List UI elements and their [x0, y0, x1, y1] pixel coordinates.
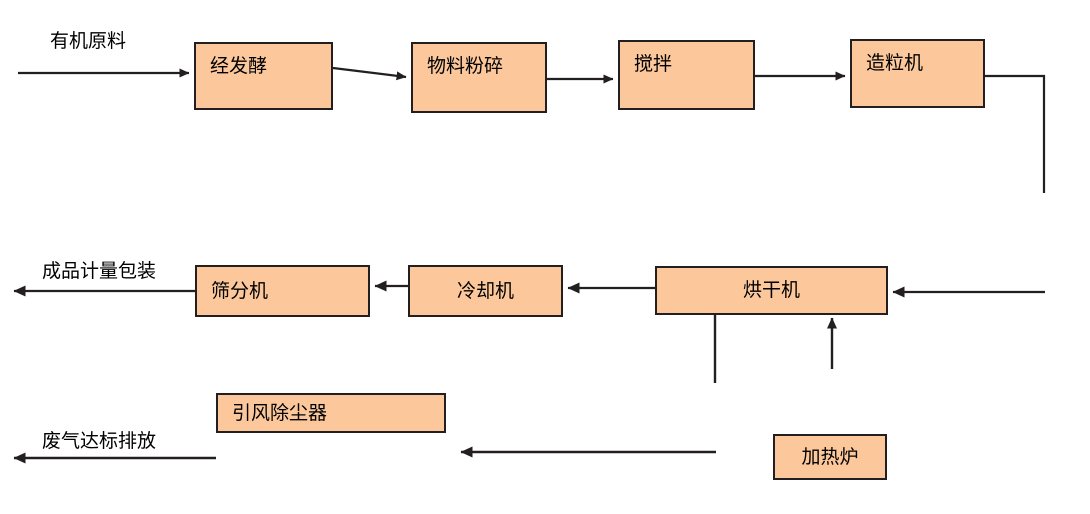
node-heater-label: 加热炉: [801, 446, 859, 468]
label-raw-material: 有机原料: [50, 31, 127, 52]
node-fermentation-label: 经发酵: [210, 56, 268, 77]
node-crushing-label: 物料粉碎: [427, 56, 504, 77]
wire-granulator-down: [985, 74, 1046, 193]
node-fermentation[interactable]: 经发酵: [194, 42, 333, 110]
node-dust-collector[interactable]: 引风除尘器: [216, 393, 446, 433]
node-cooler-label: 冷却机: [456, 280, 514, 302]
node-heater[interactable]: 加热炉: [773, 434, 887, 480]
node-dust-collector-label: 引风除尘器: [232, 402, 328, 424]
label-finished-goods: 成品计量包装: [42, 261, 157, 282]
node-dryer-label: 烘干机: [742, 280, 800, 301]
node-mixing-label: 搅拌: [634, 54, 673, 75]
node-cooler[interactable]: 冷却机: [408, 265, 563, 317]
label-exhaust-emission: 废气达标排放: [42, 431, 157, 452]
wire-fermentation-to-crushing: [332, 66, 407, 81]
node-granulator[interactable]: 造粒机: [850, 39, 985, 108]
node-mixing[interactable]: 搅拌: [618, 40, 755, 110]
node-crushing[interactable]: 物料粉碎: [411, 42, 547, 113]
node-screening[interactable]: 筛分机: [195, 265, 370, 317]
node-dryer[interactable]: 烘干机: [655, 266, 888, 315]
node-granulator-label: 造粒机: [866, 53, 924, 74]
node-screening-label: 筛分机: [211, 280, 269, 302]
